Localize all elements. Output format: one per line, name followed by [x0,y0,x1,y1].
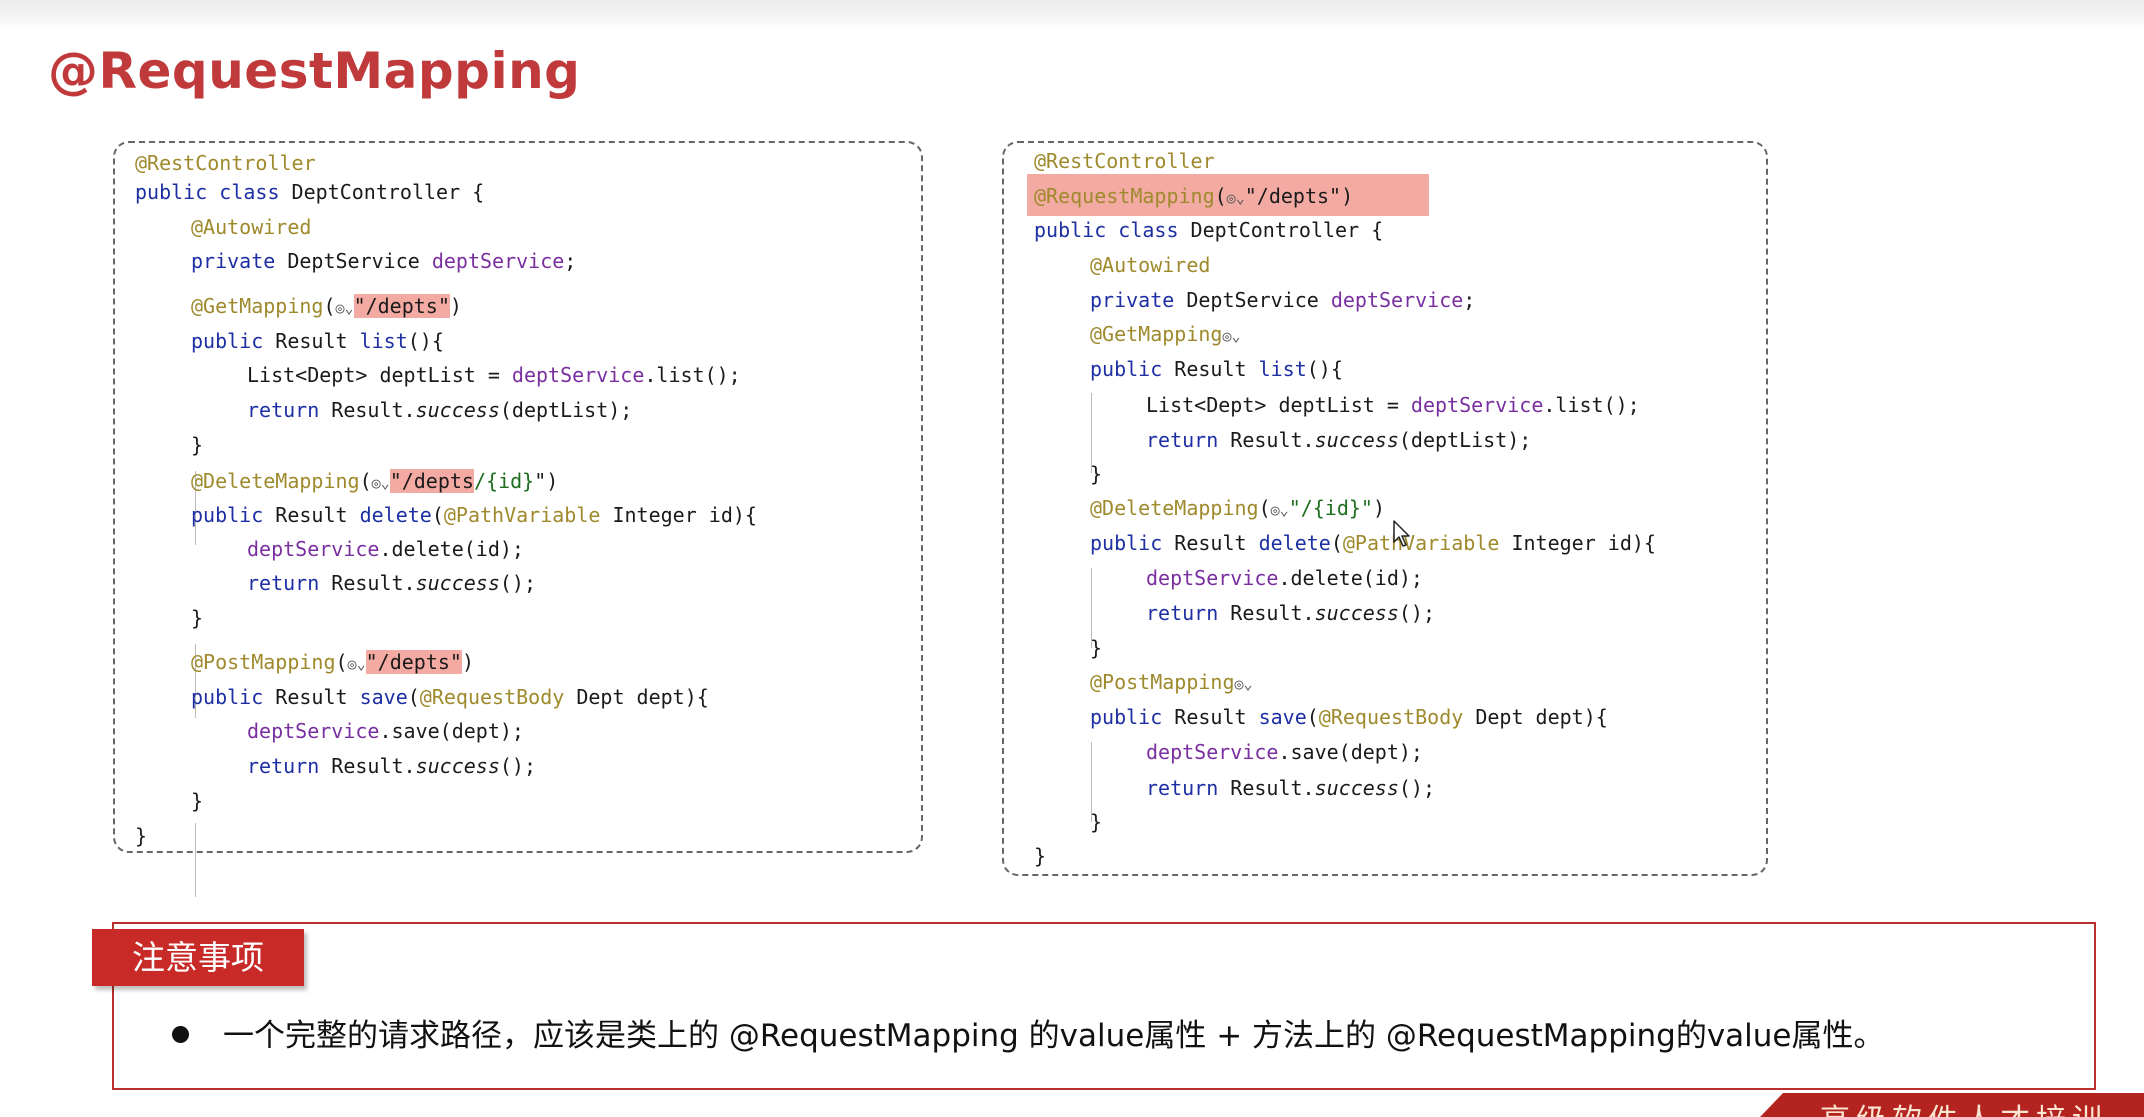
path-highlight: "/depts [389,469,474,493]
code-line: List<Dept> deptList = deptService.list()… [247,363,741,387]
code-line: public Result list(){ [191,329,444,353]
globe-icon: ◎⌄ [371,474,390,492]
indent-guide [1091,568,1092,648]
code-line: } [191,789,204,813]
code-line: return Result.success(deptList); [1146,428,1532,452]
code-line: deptService.delete(id); [247,537,524,561]
page-title: @RequestMapping [48,42,581,100]
code-line: private DeptService deptService; [1090,288,1476,312]
footer-banner: 高级软件人才培训 [1760,1093,2144,1117]
class-mapping-highlight [1027,174,1429,216]
code-line: @DeleteMapping(◎⌄"/{id}") [1090,493,1385,523]
indent-guide [195,823,196,897]
footer-text: 高级软件人才培训 [1820,1095,2108,1117]
globe-icon: ◎⌄ [1234,675,1253,693]
globe-icon: ◎⌄ [1270,501,1289,519]
left-code-block: @RestController public class DeptControl… [115,143,757,897]
code-line: public Result save(@RequestBody Dept dep… [1090,705,1608,729]
code-line: public Result save(@RequestBody Dept dep… [191,685,709,709]
notice-title: 注意事项 [92,929,304,986]
indent-guide [195,471,196,545]
code-line: @GetMapping(◎⌄"/depts") [191,291,462,321]
code-line: deptService.save(dept); [1146,740,1423,764]
notice-box [112,922,2096,1090]
code-line: public class DeptController { [135,180,485,204]
right-code-panel: @RestController @RequestMapping(◎⌄"/dept… [1002,141,1768,876]
code-line: } [1090,462,1103,486]
code-line: } [1090,636,1103,660]
code-line: deptService.save(dept); [247,719,524,743]
code-line: } [191,433,204,457]
left-code-panel: @RestController public class DeptControl… [113,141,923,897]
code-line: return Result.success(); [247,571,536,595]
path-highlight: "/depts" [365,650,462,674]
path-highlight: "/depts" [353,294,450,318]
globe-icon: ◎⌄ [1226,189,1245,207]
code-line: private DeptService deptService; [191,249,577,273]
code-line: public class DeptController { [1034,218,1384,242]
code-line: @PostMapping(◎⌄"/depts") [191,647,474,677]
code-line: @RequestMapping(◎⌄"/depts") [1034,181,1353,211]
code-line: @Autowired [1090,253,1211,277]
code-line: @RestController [135,151,316,175]
code-line: public Result delete(@PathVariable Integ… [1090,531,1656,555]
indent-guide [195,644,196,718]
code-line: public Result list(){ [1090,357,1343,381]
globe-icon: ◎⌄ [1222,327,1241,345]
code-line: return Result.success(); [1146,776,1435,800]
code-line: @Autowired [191,215,312,239]
indent-guide [1091,393,1092,473]
code-line: } [1090,810,1103,834]
code-line: } [1034,844,1047,868]
right-code-block: @RestController @RequestMapping(◎⌄"/dept… [1004,143,1656,868]
code-line: return Result.success(); [247,754,536,778]
bullet-icon [172,1026,189,1043]
code-line: @DeleteMapping(◎⌄"/depts/{id}") [191,466,558,496]
code-line: } [135,824,148,848]
code-line: return Result.success(deptList); [247,398,633,422]
globe-icon: ◎⌄ [347,655,366,673]
code-line: List<Dept> deptList = deptService.list()… [1146,393,1640,417]
code-line: } [191,606,204,630]
code-line: public Result delete(@PathVariable Integ… [191,503,757,527]
code-line: @GetMapping◎⌄ [1090,319,1241,349]
top-bar [0,0,2144,30]
notice-text: 一个完整的请求路径，应该是类上的 @RequestMapping 的value属… [223,1018,1885,1054]
code-line: @PostMapping◎⌄ [1090,667,1253,697]
code-line: deptService.delete(id); [1146,566,1423,590]
notice-item: 一个完整的请求路径，应该是类上的 @RequestMapping 的value属… [172,1010,1885,1055]
mouse-cursor-icon [1393,520,1410,547]
code-line: return Result.success(); [1146,601,1435,625]
indent-guide [1091,742,1092,822]
code-line: @RestController [1034,149,1215,173]
globe-icon: ◎⌄ [335,299,354,317]
